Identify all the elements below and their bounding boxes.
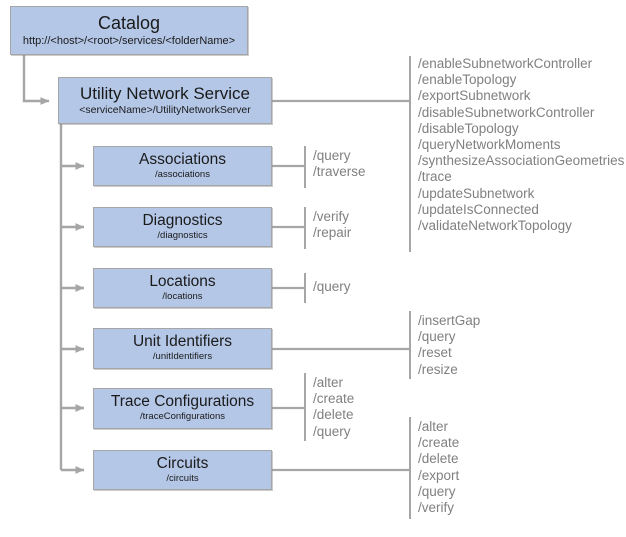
operation-item[interactable]: /query [313, 423, 351, 439]
operation-item[interactable]: /query [418, 329, 456, 345]
edge-catalog-to-service [22, 55, 50, 105]
operation-item[interactable]: /synthesizeAssociationGeometries [418, 153, 625, 169]
node-associations[interactable]: Associations /associations [93, 146, 272, 186]
operation-item[interactable]: /verify [418, 500, 455, 516]
node-associations-title: Associations [138, 150, 226, 168]
operation-item[interactable]: /disableTopology [418, 120, 519, 136]
node-locations[interactable]: Locations /locations [93, 268, 272, 308]
operation-item[interactable]: /queryNetworkMoments [418, 137, 561, 153]
operation-item[interactable]: /query [418, 483, 456, 499]
node-catalog-path: http://<host>/<root>/services/<folderNam… [22, 34, 236, 47]
node-circuits[interactable]: Circuits /circuits [93, 450, 272, 490]
operation-item[interactable]: /enableTopology [418, 72, 517, 88]
oplist-diagnostics: /verify/repair [313, 209, 351, 241]
node-diagnostics-path: /diagnostics [157, 229, 208, 241]
operation-item[interactable]: /delete [313, 407, 354, 423]
node-unit-identifiers-title: Unit Identifiers [132, 333, 233, 351]
node-diagnostics-title: Diagnostics [142, 211, 223, 229]
operation-item[interactable]: /create [313, 391, 355, 407]
node-circuits-title: Circuits [156, 454, 209, 472]
node-trace-configurations-title: Trace Configurations [110, 393, 255, 411]
node-service-path: <serviceName>/UtilityNetworkServer [79, 103, 251, 116]
opbar-service [409, 56, 411, 252]
operation-item[interactable]: /disableSubnetworkController [418, 104, 595, 120]
operation-item[interactable]: /insertGap [418, 313, 481, 328]
node-diagnostics[interactable]: Diagnostics /diagnostics [93, 207, 272, 247]
node-catalog[interactable]: Catalog http://<host>/<root>/services/<f… [10, 6, 248, 55]
operation-item[interactable]: /updateSubnetwork [418, 185, 535, 201]
oplist-locations: /query [313, 279, 351, 295]
node-circuits-path: /circuits [166, 472, 199, 484]
operation-item[interactable]: /export [418, 467, 460, 483]
opbar-associations [304, 146, 306, 188]
operation-item[interactable]: /create [418, 435, 460, 451]
operation-item[interactable]: /query [313, 148, 351, 163]
oplist-trace-configurations: /alter/create/delete/query [313, 375, 354, 440]
operation-item[interactable]: /validateNetworkTopology [418, 218, 572, 234]
node-trace-configurations-path: /traceConfigurations [139, 411, 226, 423]
node-locations-title: Locations [149, 272, 216, 290]
opbar-locations [304, 273, 306, 303]
operation-item[interactable]: /alter [418, 419, 449, 434]
operation-item[interactable]: /repair [313, 225, 352, 241]
operation-item[interactable]: /reset [418, 345, 452, 361]
node-catalog-title: Catalog [97, 13, 161, 33]
operation-item[interactable]: /delete [418, 451, 459, 467]
node-associations-path: /associations [155, 168, 210, 180]
opbar-diagnostics [304, 207, 306, 249]
oplist-unit-identifiers: /insertGap/query/reset/resize [418, 313, 480, 378]
operation-item[interactable]: /exportSubnetwork [418, 88, 531, 104]
opbar-circuits [409, 417, 411, 519]
node-trace-configurations[interactable]: Trace Configurations /traceConfiguration… [93, 388, 272, 429]
node-utility-network-service[interactable]: Utility Network Service <serviceName>/Ut… [58, 77, 272, 124]
operation-item[interactable]: /traverse [313, 164, 366, 180]
opbar-trace-configurations [304, 373, 306, 441]
operation-item[interactable]: /enableSubnetworkController [418, 56, 593, 71]
node-unit-identifiers[interactable]: Unit Identifiers /unitIdentifiers [93, 328, 272, 369]
operation-item[interactable]: /trace [418, 169, 452, 185]
operation-item[interactable]: /query [313, 279, 351, 294]
operation-item[interactable]: /alter [313, 375, 344, 390]
node-locations-path: /locations [162, 290, 203, 302]
oplist-associations: /query/traverse [313, 148, 366, 180]
operation-item[interactable]: /updateIsConnected [418, 201, 539, 217]
node-service-title: Utility Network Service [79, 83, 251, 103]
oplist-service: /enableSubnetworkController/enableTopolo… [418, 56, 624, 234]
node-unit-identifiers-path: /unitIdentifiers [152, 351, 213, 363]
operation-item[interactable]: /verify [313, 209, 350, 224]
oplist-circuits: /alter/create/delete/export/query/verify [418, 419, 459, 516]
operation-item[interactable]: /resize [418, 361, 458, 377]
opbar-unit-identifiers [409, 311, 411, 379]
